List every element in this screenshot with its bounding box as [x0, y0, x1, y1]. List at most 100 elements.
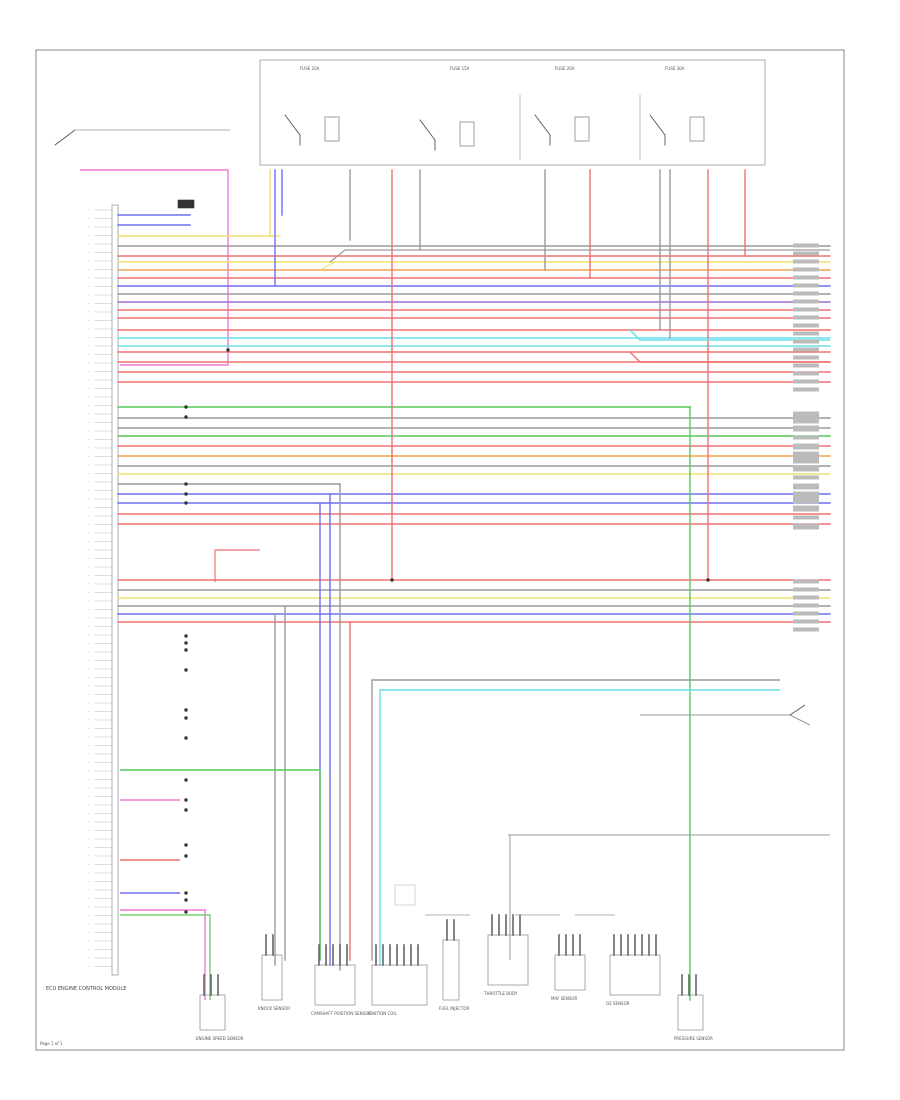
pin-label: · — [88, 837, 89, 842]
pin-label: · — [88, 208, 89, 213]
component-label: O2 SENSOR — [606, 1001, 630, 1006]
wire-tag — [793, 579, 819, 584]
pin-label: · — [88, 344, 89, 349]
pin-label: · — [88, 361, 89, 366]
component-label: ENGINE SPEED SENSOR — [196, 1036, 244, 1041]
pin-label: · — [88, 624, 89, 629]
pin-label: · — [88, 726, 89, 731]
pin-label: · — [88, 471, 89, 476]
pin-label: · — [88, 378, 89, 383]
pin-label: · — [88, 845, 89, 850]
wire-tag — [793, 283, 819, 288]
pin-label: · — [88, 947, 89, 952]
pin-label: · — [88, 667, 89, 672]
junction-dot — [706, 578, 710, 582]
pin-label: · — [88, 301, 89, 306]
wire-jog — [329, 249, 830, 263]
pin-label: · — [88, 352, 89, 357]
pin-label: · — [88, 429, 89, 434]
pin-label: · — [88, 531, 89, 536]
junction-dot — [184, 482, 188, 486]
pin-label: · — [88, 658, 89, 663]
fuse-label: FUSE 10A — [300, 66, 320, 71]
wire-tag — [793, 459, 819, 464]
pin-label: · — [88, 633, 89, 638]
pin-label: · — [88, 480, 89, 485]
wire-tag — [793, 627, 819, 632]
fuse-label: FUSE 20A — [555, 66, 575, 71]
junction-dot — [184, 891, 188, 895]
wire-tag — [793, 495, 819, 500]
junction-dot — [184, 808, 188, 812]
wire-tag — [793, 323, 819, 328]
junction-dot — [184, 708, 188, 712]
relay-switch — [534, 114, 551, 136]
junction-dot — [184, 641, 188, 645]
footer-text: Page 1 of 1 — [40, 1041, 63, 1046]
junction-dot — [184, 634, 188, 638]
pin-label: · — [88, 582, 89, 587]
pin-label: · — [88, 565, 89, 570]
pin-label: · — [88, 403, 89, 408]
pin-label: · — [88, 922, 89, 927]
pin-label: · — [88, 684, 89, 689]
pin-label: · — [88, 803, 89, 808]
wire-tag — [793, 347, 819, 352]
wire-tag — [793, 371, 819, 376]
wire-tag — [793, 363, 819, 368]
wire-tag — [793, 259, 819, 264]
wire-tag — [793, 411, 819, 416]
pin-label: · — [88, 786, 89, 791]
junction-dot — [184, 798, 188, 802]
pin-label: · — [88, 939, 89, 944]
wire — [120, 769, 321, 960]
wire-tag — [793, 291, 819, 296]
component-label: THROTTLE BODY — [483, 991, 518, 996]
wire-tag — [793, 355, 819, 360]
pin-label: · — [88, 641, 89, 646]
pin-label: · — [88, 650, 89, 655]
pin-label: · — [88, 590, 89, 595]
pin-label: · — [88, 225, 89, 230]
relay-coil — [459, 121, 475, 147]
pin-label: · — [88, 769, 89, 774]
pin-label: · — [88, 548, 89, 553]
relay-coil — [324, 116, 340, 142]
relay-box-top — [259, 59, 766, 166]
wire-tag — [793, 505, 819, 510]
pin-label: · — [88, 216, 89, 221]
junction-dot — [390, 578, 394, 582]
component-body — [554, 954, 586, 991]
wire-tag — [793, 595, 819, 600]
pin-label: · — [88, 692, 89, 697]
wire — [120, 909, 206, 1000]
pin-label: · — [88, 573, 89, 578]
wire-tag — [793, 525, 819, 530]
pin-label: · — [88, 607, 89, 612]
wire-jog — [629, 351, 830, 363]
wire — [640, 714, 811, 726]
wire-tag — [793, 425, 819, 430]
connector-icon — [177, 199, 195, 209]
pin-label: · — [88, 913, 89, 918]
wire-tag — [793, 267, 819, 272]
wire-jog — [629, 329, 830, 341]
relay-switch — [284, 114, 301, 136]
component-body — [261, 954, 283, 1001]
pin-label: · — [88, 735, 89, 740]
pin-label: · — [88, 242, 89, 247]
wire-tag — [793, 603, 819, 608]
wire-tag — [793, 611, 819, 616]
wire-tag — [793, 331, 819, 336]
relay-switch — [649, 114, 666, 136]
relay-coil — [574, 116, 590, 142]
junction-dot — [184, 898, 188, 902]
pin-label: · — [88, 539, 89, 544]
pin-label: · — [88, 675, 89, 680]
wire-tag — [793, 465, 819, 470]
wire-tag — [793, 415, 819, 420]
wire-tag — [793, 387, 819, 392]
junction-dot — [184, 910, 188, 914]
pin-label: · — [88, 701, 89, 706]
